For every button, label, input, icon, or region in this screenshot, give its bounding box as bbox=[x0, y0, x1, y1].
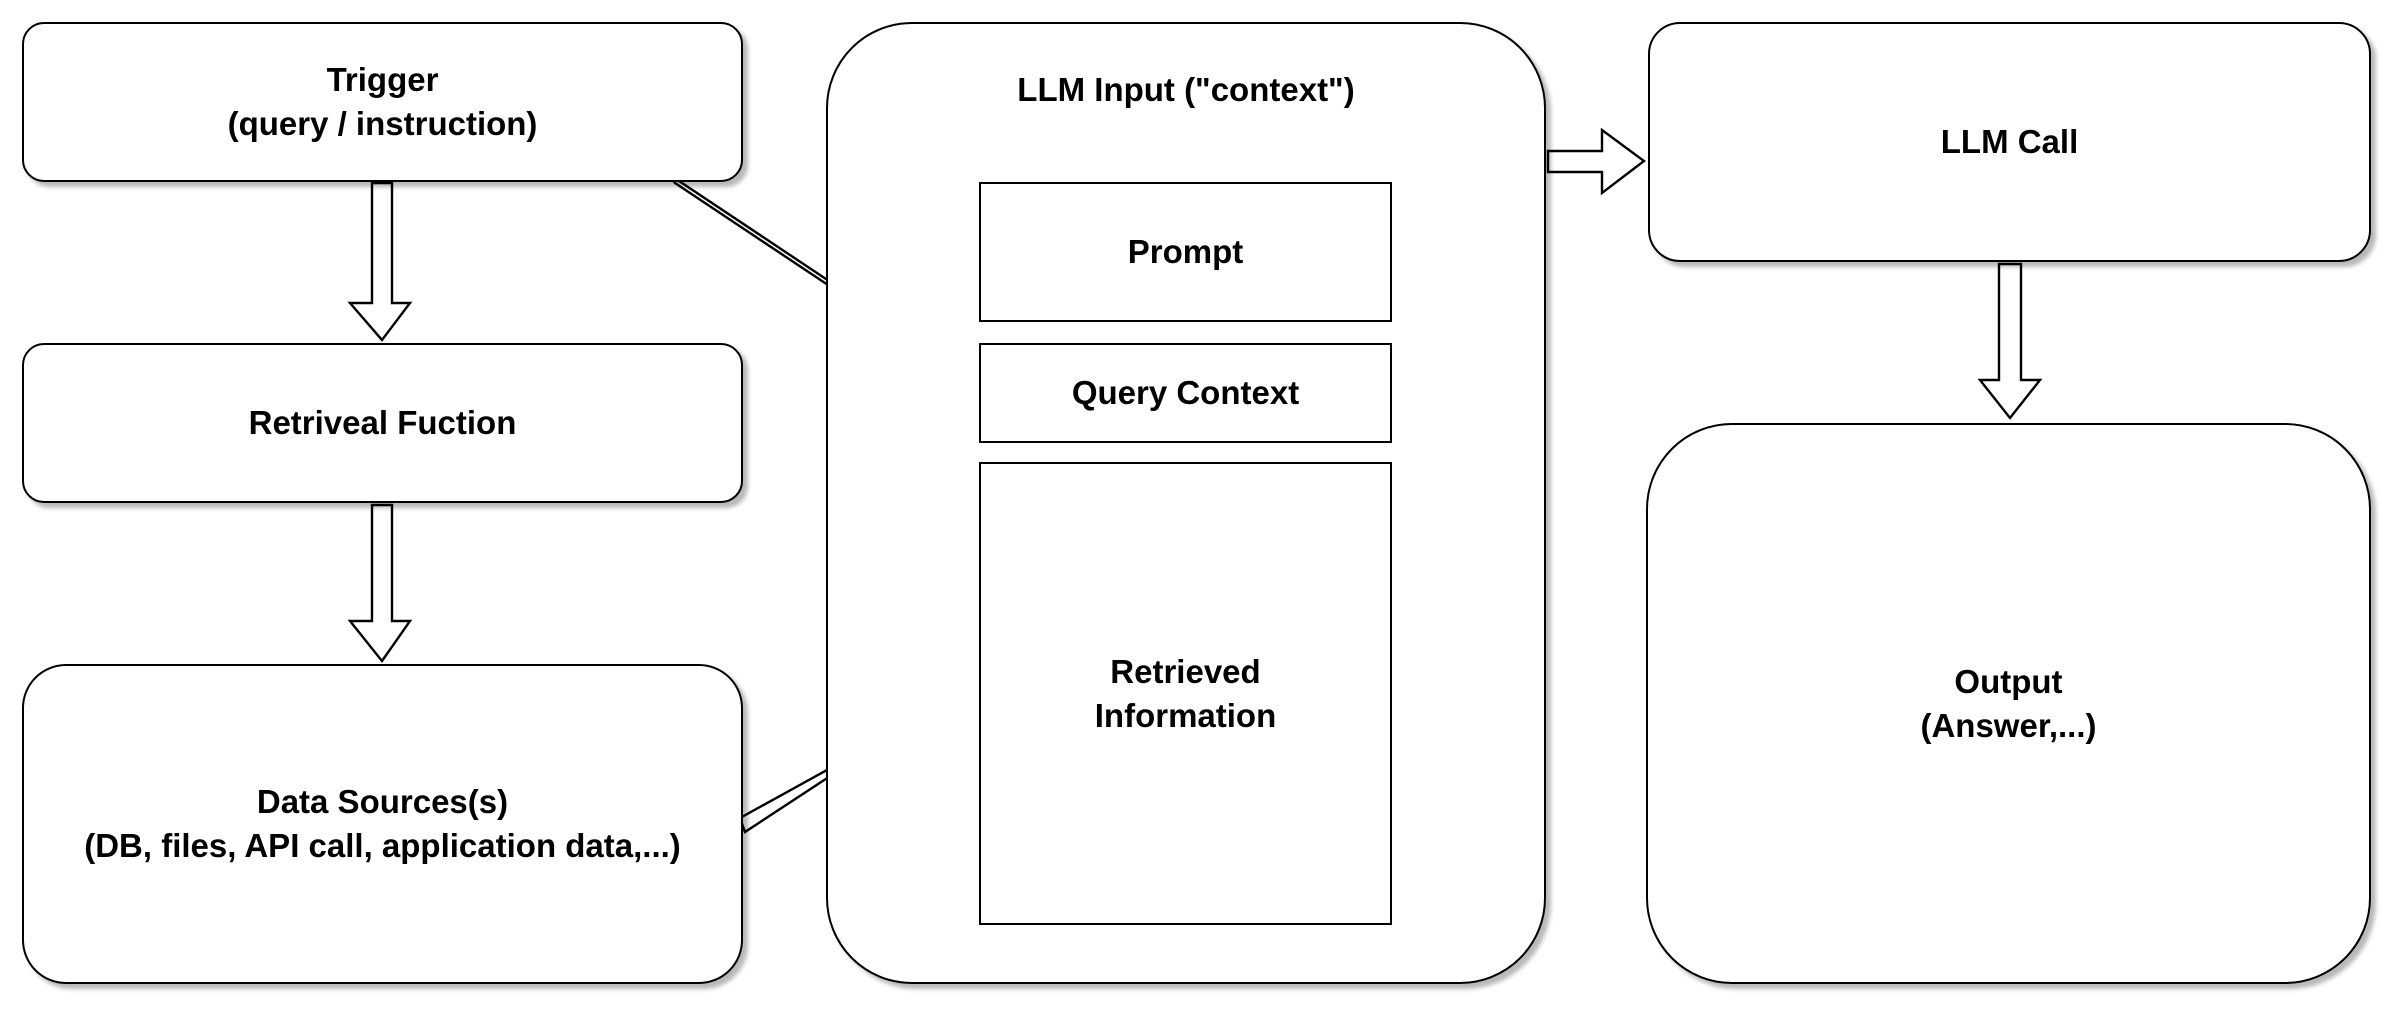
prompt-node: Prompt bbox=[979, 182, 1392, 322]
retrieval-function-node: Retriveal Fuction bbox=[22, 343, 743, 503]
retrieved-information-node: Retrieved Information bbox=[979, 462, 1392, 925]
arrow-trigger-to-retrieval bbox=[347, 181, 413, 342]
output-node: Output (Answer,...) bbox=[1646, 423, 2371, 984]
llm-input-label: LLM Input ("context") bbox=[1017, 71, 1355, 108]
retrieval-function-label: Retriveal Fuction bbox=[248, 404, 517, 441]
query-context-node: Query Context bbox=[979, 343, 1392, 443]
trigger-label: Trigger (query / instruction) bbox=[227, 61, 538, 142]
retrieved-information-label: Retrieved Information bbox=[1094, 652, 1277, 734]
prompt-label: Prompt bbox=[1127, 233, 1244, 270]
output-label: Output (Answer,...) bbox=[1920, 662, 2097, 744]
trigger-node: Trigger (query / instruction) bbox=[22, 22, 743, 182]
llm-call-node: LLM Call bbox=[1648, 22, 2371, 262]
arrow-retrieval-to-datasources bbox=[347, 503, 413, 664]
data-sources-label: Data Sources(s) (DB, files, API call, ap… bbox=[84, 783, 681, 864]
arrow-llminput-to-llmcall bbox=[1546, 127, 1647, 196]
data-sources-node: Data Sources(s) (DB, files, API call, ap… bbox=[22, 664, 743, 984]
llm-call-label: LLM Call bbox=[1940, 123, 2079, 160]
query-context-label: Query Context bbox=[1071, 374, 1300, 411]
arrow-llmcall-to-output bbox=[1977, 262, 2043, 420]
